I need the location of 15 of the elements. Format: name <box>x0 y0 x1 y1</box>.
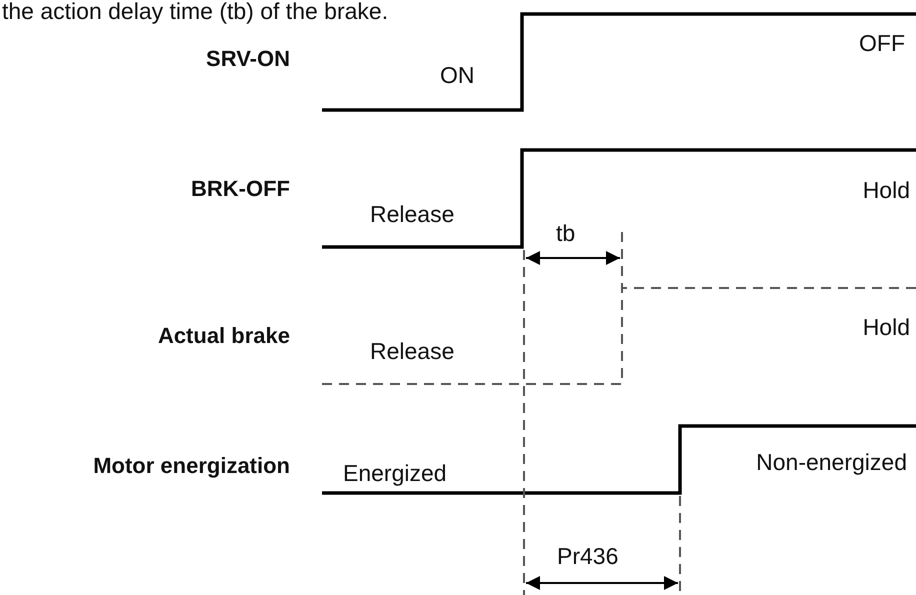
state-label: Non-energized <box>756 451 907 474</box>
signal-name: Actual brake <box>158 325 290 347</box>
state-label: Energized <box>343 462 447 485</box>
state-label: ON <box>440 64 474 87</box>
signal-name: BRK-OFF <box>191 178 290 200</box>
signal-name: SRV-ON <box>206 48 290 70</box>
dimension-label: Pr436 <box>557 545 618 568</box>
description-text: the action delay time (tb) of the brake. <box>2 0 388 23</box>
signal-name: Motor energization <box>93 455 290 477</box>
state-label: Release <box>370 203 454 226</box>
state-label: Hold <box>862 179 910 202</box>
state-label: OFF <box>859 32 905 55</box>
state-label: Hold <box>862 316 910 339</box>
dimension-label: tb <box>556 222 576 245</box>
state-label: Release <box>370 340 454 363</box>
